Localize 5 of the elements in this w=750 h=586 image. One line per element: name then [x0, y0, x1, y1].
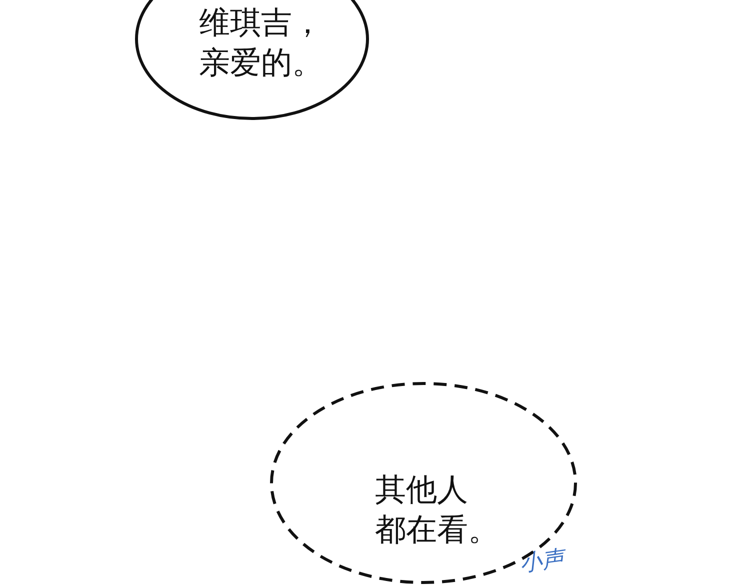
whisper-speech-bubble: [270, 382, 577, 584]
dialogue-text: 其他人都在看。: [375, 471, 500, 550]
speech-bubble: [135, 0, 369, 120]
sound-effect-text: 小声: [518, 545, 566, 579]
dialogue-text: 维琪吉，亲爱的。: [199, 4, 324, 83]
